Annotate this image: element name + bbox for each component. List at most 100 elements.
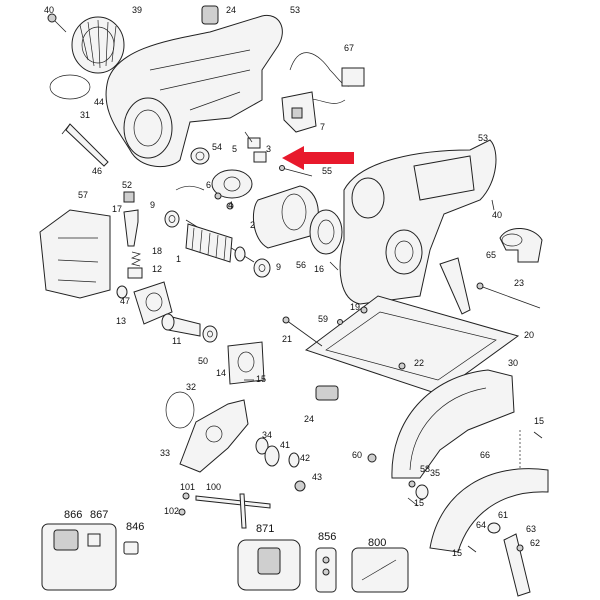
part-label-p101: 101	[180, 482, 195, 492]
washer-part-34	[255, 437, 269, 455]
part-label-p2: 2	[250, 220, 255, 230]
switch-assembly-67	[289, 52, 365, 104]
spring-part-18	[130, 251, 142, 267]
lever-part-17	[123, 209, 139, 247]
part-label-p42: 42	[300, 453, 310, 463]
screw-part-15-d	[467, 545, 477, 553]
bearing-part-9-b	[253, 258, 271, 278]
washer-part-35	[415, 484, 429, 500]
screw-part-15-c	[533, 431, 543, 439]
part-label-p43: 43	[312, 472, 322, 482]
block-part-12	[127, 267, 143, 279]
red-pointer-arrow	[282, 146, 354, 170]
lower-guard-66	[429, 468, 549, 553]
part-label-p63: 63	[526, 524, 536, 534]
part-label-p17: 17	[112, 204, 122, 214]
part-label-p24b: 24	[304, 414, 314, 424]
part-label-p60: 60	[352, 450, 362, 460]
bearing-plate-13	[133, 281, 173, 325]
part-label-p53b: 53	[478, 133, 488, 143]
part-label-p5: 5	[232, 144, 237, 154]
part-label-p57: 57	[78, 190, 88, 200]
part-label-p21: 21	[282, 334, 292, 344]
part-label-p856: 856	[318, 531, 336, 543]
upper-guard-30	[391, 369, 515, 479]
part-label-p66: 66	[480, 450, 490, 460]
wire-lead	[175, 185, 205, 191]
part-label-p33: 33	[160, 448, 170, 458]
part-label-p44: 44	[94, 97, 104, 107]
switch-part-7	[281, 91, 317, 133]
part-label-p866: 866	[64, 509, 82, 521]
part-label-p12: 12	[152, 264, 162, 274]
part-label-p3: 3	[266, 144, 271, 154]
part-label-p4: 4	[228, 200, 233, 210]
part-label-p800: 800	[368, 537, 386, 549]
part-label-p52: 52	[122, 180, 132, 190]
part-label-p61: 61	[498, 510, 508, 520]
clamp-part-41	[264, 445, 280, 467]
part-label-p9b: 9	[276, 262, 281, 272]
part-label-p40b: 40	[492, 210, 502, 220]
screw-part-58	[408, 480, 416, 488]
part-label-p102: 102	[164, 506, 179, 516]
part-label-p9a: 9	[150, 200, 155, 210]
gear-case-57	[39, 209, 111, 299]
washer-part-9-a	[164, 210, 180, 228]
screw-101-102	[178, 492, 190, 516]
wrench-part-100	[195, 493, 271, 529]
armature-part-1	[185, 219, 255, 263]
part-label-p59: 59	[318, 314, 328, 324]
part-label-p65: 65	[486, 250, 496, 260]
part-label-p846: 846	[126, 521, 144, 533]
bolt-part-21	[282, 316, 323, 347]
screw-part-59	[337, 319, 343, 325]
part-846	[123, 541, 139, 555]
part-label-p14: 14	[216, 368, 226, 378]
brush-assembly-5-3	[244, 131, 267, 163]
part-label-p56: 56	[296, 260, 306, 270]
part-label-p24a: 24	[226, 5, 236, 15]
shoe-plate-20	[304, 257, 520, 395]
part-label-p15a: 15	[256, 374, 266, 384]
part-label-p34: 34	[262, 430, 272, 440]
bolt-part-43	[294, 480, 306, 492]
part-label-p32: 32	[186, 382, 196, 392]
part-label-p53a: 53	[290, 5, 300, 15]
allen-key-31-46	[61, 123, 109, 167]
part-label-p19: 19	[350, 302, 360, 312]
charger-871	[237, 539, 301, 591]
part-label-p20: 20	[524, 330, 534, 340]
part-label-p23: 23	[514, 278, 524, 288]
part-label-p100: 100	[206, 482, 221, 492]
part-label-p35: 35	[430, 468, 440, 478]
ring-part-56	[309, 209, 343, 255]
screw-part-15-b	[407, 497, 419, 507]
part-label-p54: 54	[212, 142, 222, 152]
dust-elbow-65	[499, 228, 543, 263]
part-label-p50: 50	[198, 356, 208, 366]
part-label-p40a: 40	[44, 5, 54, 15]
part-label-p16: 16	[314, 264, 324, 274]
washer-part-47	[116, 285, 128, 299]
snap-ring-32	[165, 391, 195, 429]
part-label-p31: 31	[80, 110, 90, 120]
part-label-p11: 11	[172, 336, 181, 346]
washer-part-42	[288, 452, 300, 468]
part-label-p18: 18	[152, 246, 162, 256]
screw-part-19	[360, 306, 368, 314]
housing-half-bottom-53	[339, 139, 497, 305]
part-label-p15c: 15	[534, 416, 544, 426]
part-label-p47: 47	[120, 296, 130, 306]
part-label-p30: 30	[508, 358, 518, 368]
part-856	[315, 547, 337, 593]
lever-parts-61-64	[487, 522, 531, 597]
part-label-p39: 39	[132, 5, 142, 15]
washer-part-50	[202, 325, 218, 343]
bearing-part-54	[190, 147, 210, 165]
clip-part-52	[123, 191, 135, 203]
part-label-p46: 46	[92, 166, 102, 176]
guard-lever-33	[179, 399, 249, 473]
